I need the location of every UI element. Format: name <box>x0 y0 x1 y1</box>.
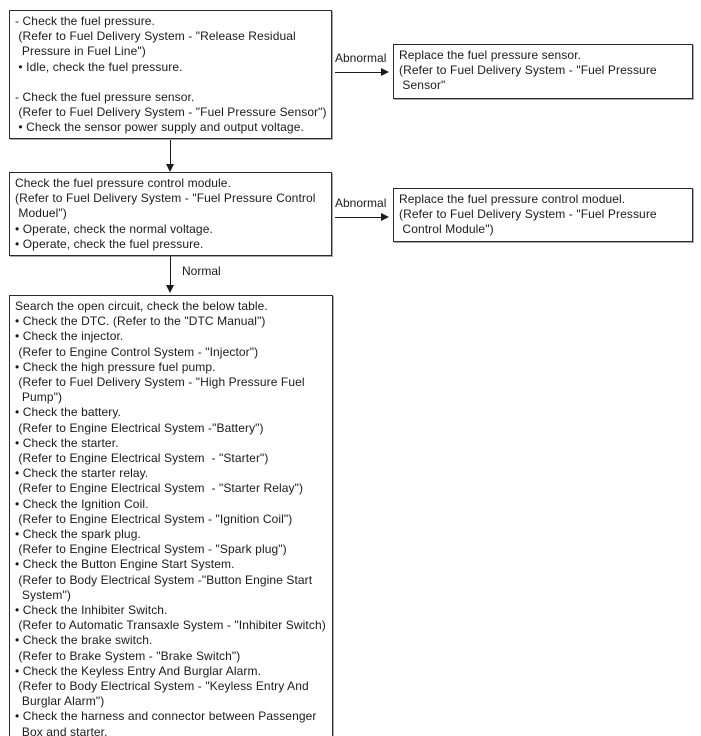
abnormal-label-2: Abnormal <box>335 196 387 210</box>
normal-label: Normal <box>182 264 221 278</box>
abnormal-arrow-2-line <box>335 217 382 218</box>
abnormal-arrow-1-line <box>335 72 382 73</box>
result-replace-control-module-box: Replace the fuel pressure control moduel… <box>393 188 693 242</box>
step2-check-control-module-box: Check the fuel pressure control module. … <box>9 172 332 256</box>
abnormal-arrow-1-right-icon <box>381 68 389 76</box>
abnormal-label-1: Abnormal <box>335 51 387 65</box>
down-arrow-2-head-icon <box>166 285 174 293</box>
down-arrow-1-head-icon <box>166 164 174 172</box>
step1-check-fuel-pressure-box: - Check the fuel pressure. (Refer to Fue… <box>9 10 332 139</box>
result-replace-sensor-box: Replace the fuel pressure sensor. (Refer… <box>393 44 693 99</box>
down-arrow-1-line <box>170 140 171 165</box>
abnormal-arrow-2-right-icon <box>381 213 389 221</box>
step3-open-circuit-checklist-box: Search the open circuit, check the below… <box>9 295 333 736</box>
down-arrow-2-line <box>170 256 171 286</box>
